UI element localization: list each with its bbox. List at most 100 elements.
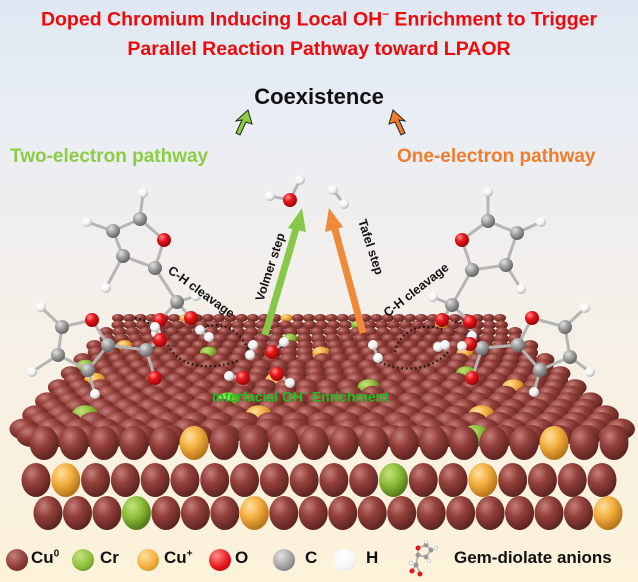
volmer-arrow-icon [261,208,306,336]
oxygen-atom [236,371,250,385]
hydrogen-atom [204,332,214,342]
hydrogen-atom [536,217,546,227]
cu0-atom [416,496,446,530]
cu0-atom [269,426,299,460]
legend-symbol: Cu [31,548,54,567]
carbon-atom [558,320,572,334]
cu0-atom [291,320,305,330]
cr-atom-icon [72,549,94,571]
cu0-atom [438,463,468,497]
cu0-atom [123,314,136,322]
cu0-atom [219,320,233,330]
carbon-atom [510,226,524,240]
cu0-atom [408,463,438,497]
cu0-atom [415,314,428,322]
hydrogen-atom [373,353,383,363]
cu0-atom [392,314,405,322]
legend-sup: 0 [53,548,60,560]
carbon-atom [445,298,459,312]
hydrogen-atom [191,291,201,301]
two-electron-pathway-label: Two-electron pathway [10,146,209,167]
cu0-atom [259,463,289,497]
cu0-atom [599,426,629,460]
cu-plus-atom-icon [137,549,159,571]
cu0-atom [319,463,349,497]
cu0-atom [89,426,119,460]
cu0-atom [149,426,179,460]
cr-atom [121,496,151,530]
title-superscript: − [382,8,390,21]
up-arrow-icon-orange [388,109,407,136]
oxygen-atom [265,345,279,359]
cu0-atom [349,463,379,497]
oxygen-atom [157,233,171,247]
legend-sup: + [186,548,193,560]
cu0-atom [375,320,389,330]
cu0-atom [303,320,317,330]
cu0-atom [201,314,214,322]
cu0-atom [446,496,476,530]
cu0-atom [279,320,293,330]
cu0-atom [534,496,564,530]
cu0-atom [482,320,496,330]
cu0-atom [475,496,505,530]
oxygen-atom [184,311,198,325]
legend-symbol: Cu [164,548,187,567]
cu0-atom [411,320,425,330]
cu0-atom [494,320,508,330]
cu0-atom [387,496,417,530]
cu0-atom [494,314,506,322]
cu0-atom [21,463,51,497]
legend-label-o: O [235,548,249,567]
carbon-atom [465,263,479,277]
hydrogen-atom [82,217,92,227]
cu0-atom [111,320,125,330]
enrichment-text: Interfacial OH [212,388,304,405]
cu0-atom [230,463,260,497]
cu0-atom [569,426,599,460]
cu0-atom [235,314,248,322]
cu0-atom [381,314,394,322]
dotted-arrow-left [134,316,252,368]
carbon-atom [51,348,65,362]
cu0-atom [557,463,587,497]
hydrogen-atom [516,284,526,294]
cu0-atom [389,426,419,460]
cu0-atom [564,496,594,530]
hydrogen-atom [529,387,539,397]
cu0-atom [449,314,462,322]
coexistence-label: Coexistence [254,84,384,109]
hydrogen-atom [339,199,349,209]
hydrogen-atom [457,341,467,351]
hydrogen-atom [428,292,438,302]
hydrogen-atom [483,187,493,197]
gem-diolate-molecule-icon [408,540,439,577]
oxygen-atom [525,311,539,325]
cu0-atom [170,463,200,497]
cu0-atom [112,314,124,322]
cu0-atom [140,463,170,497]
cu0-atom [213,314,226,322]
oxygen-atom-icon [209,549,231,571]
cu0-atom [449,426,479,460]
cu0-atom [587,463,617,497]
cu0-atom [325,314,338,322]
cu0-atom [509,426,539,460]
cu0-atom [419,426,449,460]
cu0-atom [231,320,245,330]
oxygen-atom [455,233,469,247]
cu0-atom [299,426,329,460]
carbon-atom [81,363,95,377]
legend-label-gem-diolate: Gem-diolate anions [454,548,612,567]
hydrogen-atom [328,185,338,195]
cr-atom [378,463,408,497]
interfacial-oh-enrichment-label: Interfacial OH− Enrichment [212,388,389,405]
cu-plus-atom [539,426,569,460]
cu0-atom [246,314,259,322]
carbon-atom [475,341,489,355]
cu0-atom [209,426,239,460]
hydrogen-atom [279,337,289,347]
cu0-atom [498,463,528,497]
hydrogen-atom [36,302,46,312]
